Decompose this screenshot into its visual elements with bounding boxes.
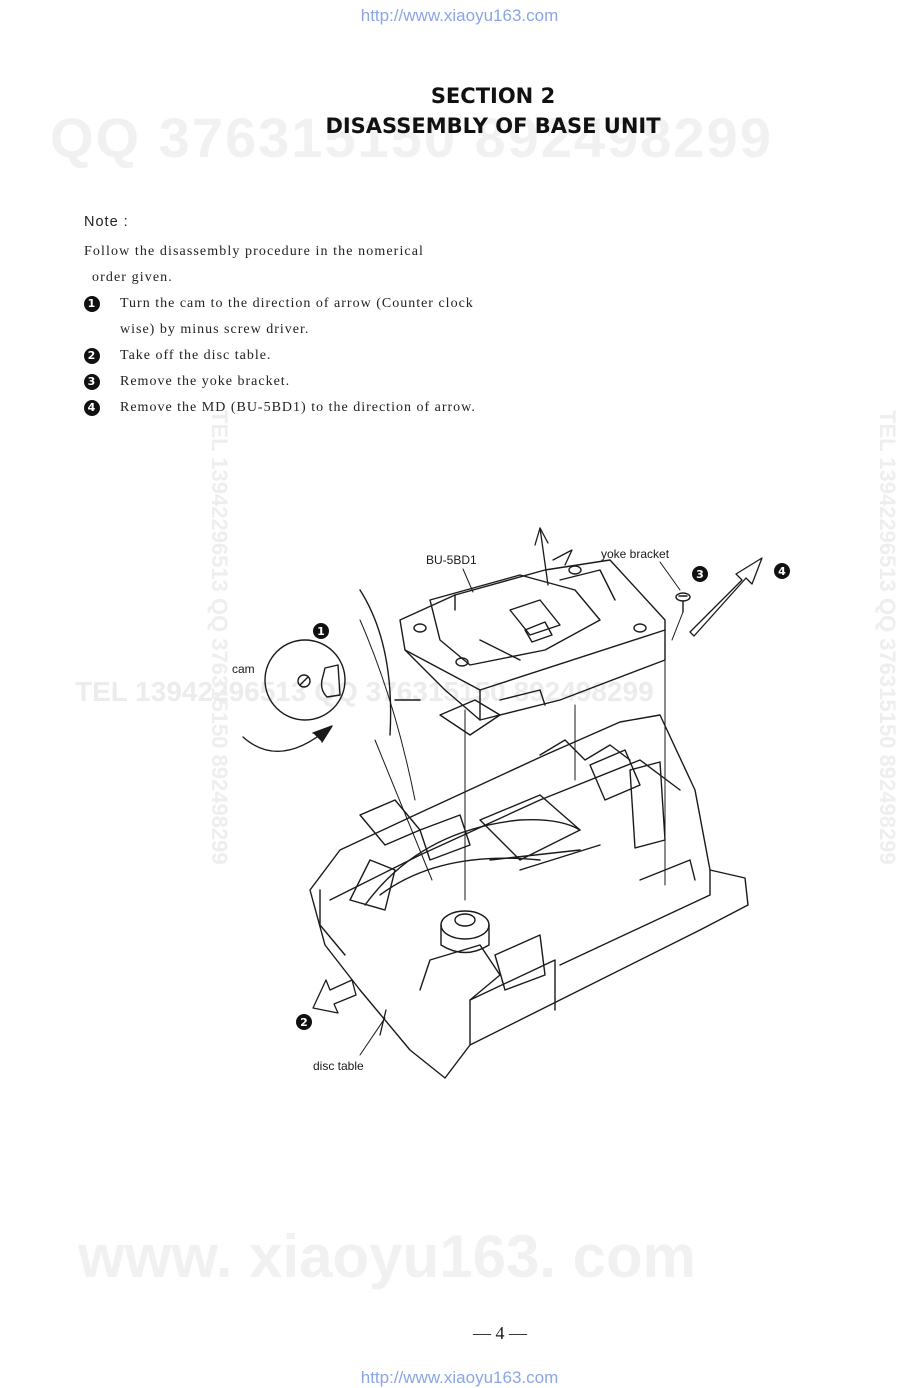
md-unit-bu-5bd1 xyxy=(399,559,666,736)
note-block: Note : Follow the disassembly procedure … xyxy=(84,214,484,421)
yoke-bracket-screw xyxy=(675,592,691,613)
badge-3-text: 3 xyxy=(696,568,704,581)
badge-1-text: 1 xyxy=(317,625,325,638)
leader-lines xyxy=(359,561,681,1056)
note-intro-line2: order given. xyxy=(92,270,173,285)
label-cam: cam xyxy=(232,662,255,676)
chassis xyxy=(309,714,749,1079)
badge-4-text: 4 xyxy=(778,565,786,578)
step-4: 4 Remove the MD (BU-5BD1) to the directi… xyxy=(84,395,484,421)
section-title: DISASSEMBLY OF BASE UNIT xyxy=(325,114,661,138)
watermark-top: QQ 376315150 892498299 xyxy=(50,106,773,169)
guide-lines xyxy=(359,611,684,901)
watermark-middle: TEL 13942296513 QQ 376315150 892498299 xyxy=(75,676,654,707)
watermark-bottom: www. xiaoyu163. com xyxy=(78,1223,697,1290)
badge-4: 4 xyxy=(774,563,790,579)
badge-2-text: 2 xyxy=(300,1016,308,1029)
step-3: 3 Remove the yoke bracket. xyxy=(84,369,484,395)
step-2-badge: 2 xyxy=(84,348,100,364)
step-3-badge: 3 xyxy=(84,374,100,390)
label-yoke-bracket: yoke bracket xyxy=(601,547,670,561)
step-4-badge: 4 xyxy=(84,400,100,416)
step-1-badge: 1 xyxy=(84,296,100,312)
note-intro-line1: Follow the disassembly procedure in the … xyxy=(84,244,425,259)
badge-2: 2 xyxy=(296,1014,312,1030)
step-1: 1 Turn the cam to the direction of arrow… xyxy=(84,291,484,343)
step-3-text: Remove the yoke bracket. xyxy=(120,374,291,389)
step-2: 2 Take off the disc table. xyxy=(84,343,484,369)
direction-arrows xyxy=(312,527,763,1036)
footer-url[interactable]: http://www.xiaoyu163.com xyxy=(360,1368,559,1387)
page-number: — 4 — xyxy=(473,1323,527,1343)
step-2-text: Take off the disc table. xyxy=(120,348,272,363)
label-bu-5bd1: BU-5BD1 xyxy=(426,553,477,567)
label-disc-table: disc table xyxy=(313,1059,364,1073)
section-number: SECTION 2 xyxy=(430,84,556,108)
disc-area xyxy=(364,819,581,954)
step-1-text: Turn the cam to the direction of arrow (… xyxy=(120,296,474,337)
note-intro: Follow the disassembly procedure in the … xyxy=(84,239,484,291)
step-4-text: Remove the MD (BU-5BD1) to the direction… xyxy=(120,400,476,415)
badge-3: 3 xyxy=(692,566,708,582)
badge-1: 1 xyxy=(313,623,329,639)
header-url[interactable]: http://www.xiaoyu163.com xyxy=(360,6,559,25)
note-label: Note : xyxy=(84,214,129,230)
cam-detail xyxy=(242,589,421,752)
